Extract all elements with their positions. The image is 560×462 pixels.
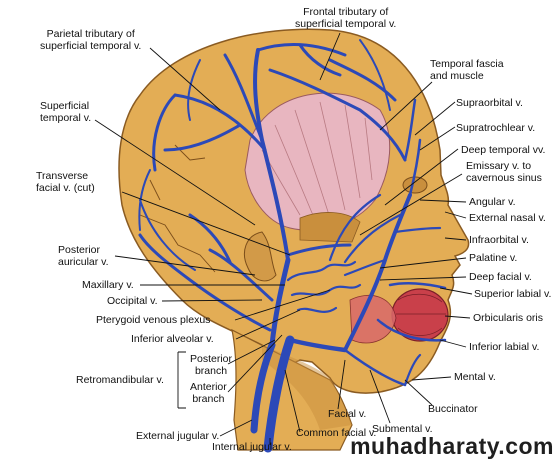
- label-supratrochlear: Supratrochlear v.: [456, 122, 536, 134]
- temporal-muscle-fibers: [261, 101, 373, 221]
- leader-lines: [94, 32, 473, 445]
- label-external-jugular: External jugular v.: [136, 430, 220, 442]
- label-facial: Facial v.: [328, 408, 367, 420]
- label-internal-jugular: Internal jugular v.: [212, 441, 292, 453]
- label-superficial-temporal: Superficial temporal v.: [40, 100, 92, 124]
- label-emissary: Emissary v. to cavernous sinus: [466, 160, 542, 184]
- label-inferior-alveolar: Inferior alveolar v.: [131, 333, 214, 345]
- label-common-facial: Common facial v.: [296, 427, 377, 439]
- label-mental: Mental v.: [454, 371, 496, 383]
- eye: [402, 176, 428, 194]
- buccinator-muscle: [349, 294, 397, 344]
- label-maxillary: Maxillary v.: [82, 279, 134, 291]
- deep-temporal-veins: [328, 193, 402, 264]
- label-superior-labial: Superior labial v.: [474, 288, 552, 300]
- label-deep-facial: Deep facial v.: [469, 271, 532, 283]
- parietal-tributary: [152, 53, 267, 172]
- label-posterior-branch: Posterior branch: [190, 353, 233, 377]
- superior-labial-vein: [388, 282, 447, 290]
- internal-jugular-vein: [263, 335, 295, 453]
- label-angular: Angular v.: [469, 196, 516, 208]
- label-posterior-auricular: Posterior auricular v.: [58, 244, 109, 268]
- orbicularis-fibers: [396, 293, 446, 336]
- scalp-vein-network: [138, 39, 391, 271]
- label-infraorbital: Infraorbital v.: [469, 234, 529, 246]
- label-frontal-tributary: Frontal tributary of superficial tempora…: [295, 6, 397, 30]
- label-external-nasal: External nasal v.: [469, 212, 546, 224]
- common-facial-vein: [287, 337, 348, 353]
- retromandibular-vein: [269, 257, 291, 348]
- label-transverse-facial: Transverse facial v. (cut): [36, 170, 95, 194]
- label-retromandibular: Retromandibular v.: [76, 374, 164, 386]
- deep-facial-vein: [343, 226, 442, 277]
- label-pterygoid: Pterygoid venous plexus: [96, 314, 211, 326]
- watermark: muhadharaty.com: [350, 433, 554, 459]
- label-orbicularis: Orbicularis oris: [473, 312, 544, 324]
- submental-vein: [343, 348, 407, 387]
- zygomatic-region: [299, 212, 361, 243]
- supraorbital-vein: [403, 98, 422, 197]
- label-buccinator: Buccinator: [428, 403, 478, 415]
- posterior-auricular-vein: [188, 213, 274, 302]
- label-supraorbital: Supraorbital v.: [456, 97, 523, 109]
- label-inferior-labial: Inferior labial v.: [469, 341, 540, 353]
- transverse-facial-vein: [286, 243, 352, 257]
- frontal-tributary: [256, 43, 407, 162]
- label-palatine: Palatine v.: [469, 252, 518, 264]
- skull-suture: [139, 144, 351, 273]
- ear: [244, 231, 277, 282]
- external-jugular-vein: [250, 341, 276, 434]
- label-deep-temporal: Deep temporal vv.: [461, 144, 546, 156]
- label-temporal-fascia: Temporal fascia and muscle: [430, 58, 504, 82]
- label-occipital: Occipital v.: [107, 295, 158, 307]
- occipital-vein: [138, 233, 272, 332]
- label-submental: Submental v.: [372, 423, 433, 435]
- inferior-labial-vein: [376, 318, 447, 342]
- label-parietal-tributary: Parietal tributary of superficial tempor…: [40, 28, 142, 52]
- label-anterior-branch: Anterior branch: [190, 381, 227, 405]
